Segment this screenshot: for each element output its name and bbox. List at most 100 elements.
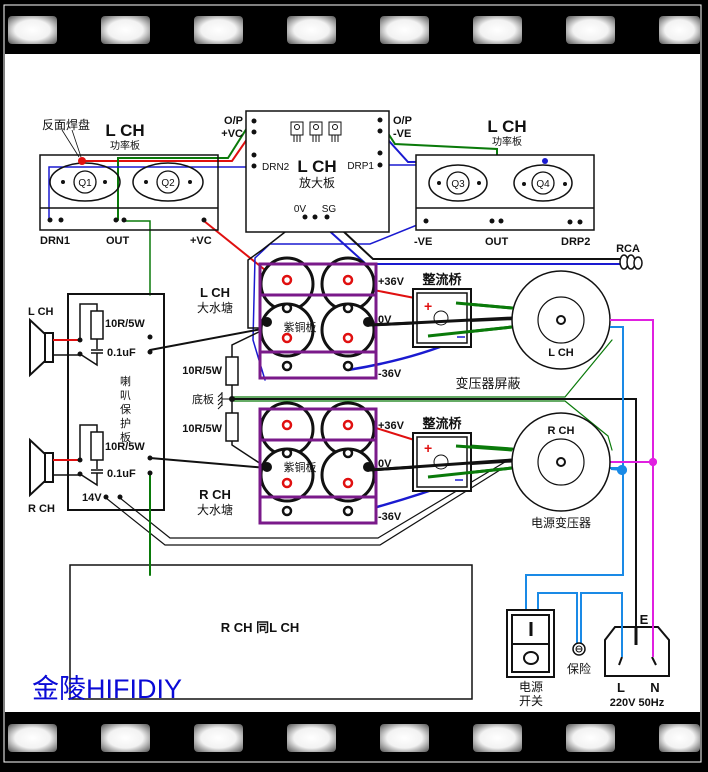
supply-14v-label: 14V <box>82 492 102 504</box>
wire-earth <box>231 398 637 629</box>
cap-terminal-positive <box>342 274 354 286</box>
pin-out-right: OUT <box>485 236 509 248</box>
cap-bank-right-subtitle: 大水塘 <box>197 502 233 517</box>
pin-op-left: O/P <box>224 115 243 127</box>
cap-terminal-negative <box>281 360 293 372</box>
amp-board: L CH 放大板 O/P +VC DRN2 O/P -VE DRP1 0V SG <box>221 110 412 233</box>
cap-terminal-positive <box>281 332 293 344</box>
brand-watermark: 金陵HIFIDIY <box>32 674 182 704</box>
pin-drn1: DRN1 <box>40 235 70 247</box>
cap-terminal-negative <box>342 302 354 314</box>
ground-network: 10R/5W 10R/5W 底板 <box>182 356 239 442</box>
power-board-left: Q1 Q2 反面焊盘 L CH 功率板 DRN1 OUT +VC <box>39 117 219 247</box>
wire-switch-fuse <box>537 592 578 644</box>
iec-inlet: E L N 220V 50Hz <box>604 462 670 709</box>
transformer-right-label: R CH <box>548 425 575 437</box>
film-hole <box>380 16 429 44</box>
speaker-right-label: R CH <box>28 503 55 515</box>
film-border <box>3 4 702 763</box>
pin-out-left: OUT <box>106 235 130 247</box>
transformer-right: R CH 电源变压器 <box>511 412 611 530</box>
solder-pad-marker <box>78 157 86 165</box>
right-channel-box: R CH 同L CH <box>69 564 473 700</box>
ground-lug <box>262 462 272 472</box>
cap-terminal-positive <box>281 419 293 431</box>
rca-label: RCA <box>616 243 640 255</box>
switch-label-2: 开关 <box>519 694 543 708</box>
cap-terminal-negative <box>281 447 293 459</box>
right-channel-note: R CH 同L CH <box>221 620 299 635</box>
cap-terminal-positive <box>281 274 293 286</box>
neutral-pin <box>651 656 657 666</box>
cap-terminal-positive <box>281 477 293 489</box>
pin-op-right: O/P <box>393 115 412 127</box>
q4-label: Q4 <box>536 179 550 190</box>
film-hole <box>380 724 429 752</box>
pin-drn2: DRN2 <box>262 162 290 173</box>
film-hole <box>287 16 336 44</box>
wire-blue-ve-cap <box>252 220 428 381</box>
bridge-rectifier-right: + 整流桥 <box>412 416 472 492</box>
svg-text:+: + <box>424 298 432 314</box>
amp-board-title: L CH <box>297 157 336 176</box>
cap-terminal-negative <box>342 447 354 459</box>
ground-lug <box>262 317 272 327</box>
film-hole <box>473 16 522 44</box>
power-board-left-title: L CH <box>105 121 144 140</box>
cap-bank-left-subtitle: 大水塘 <box>197 300 233 315</box>
transformer-left: L CH <box>511 270 611 370</box>
film-hole <box>101 16 150 44</box>
live-label: L <box>617 680 625 695</box>
wire-blue-drn <box>48 166 251 221</box>
cap-bank-left <box>258 256 378 380</box>
film-hole <box>566 16 615 44</box>
speaker-protect-title: 喇叭保护板 <box>120 374 131 444</box>
wire-green-out-left <box>123 220 151 296</box>
cap-terminal-negative <box>281 505 293 517</box>
rail-right-0v: 0V <box>378 458 392 470</box>
ground-resistor-top <box>225 356 239 386</box>
cap-terminal-negative <box>342 505 354 517</box>
power-board-left-subtitle: 功率板 <box>110 139 140 152</box>
bridge-wires-top <box>369 301 513 479</box>
cap-terminal-negative <box>342 360 354 372</box>
switch-label-1: 电源 <box>519 680 543 694</box>
film-hole <box>473 724 522 752</box>
rail-right-pos: +36V <box>378 420 405 432</box>
resistor-left <box>90 310 104 340</box>
copper-bar <box>258 350 378 380</box>
film-holes-top <box>8 16 700 44</box>
transistor-q2-outline <box>132 162 204 202</box>
pin-0v: 0V <box>294 204 307 215</box>
pin-drp1: DRP1 <box>347 161 374 172</box>
wire-spk-0v-left <box>149 327 268 351</box>
ground-resistor-bottom-label: 10R/5W <box>182 423 222 435</box>
pin-ve-amp: -VE <box>393 128 411 140</box>
fuse: 保险 <box>567 642 591 676</box>
speaker-left-label: L CH <box>28 306 54 318</box>
film-hole <box>659 724 700 752</box>
wire-14v-a <box>105 469 501 546</box>
pin-sg: SG <box>322 204 337 215</box>
pin-drp2: DRP2 <box>561 236 590 248</box>
film-hole <box>287 724 336 752</box>
capacitor-right-label: 0.1uF <box>107 468 136 480</box>
rail-left-pos: +36V <box>378 276 405 288</box>
live-pin <box>618 656 623 666</box>
pin-vc-amp: +VC <box>221 128 243 140</box>
cap-terminal-positive <box>342 477 354 489</box>
cap-bank-left-title: L CH <box>200 285 230 300</box>
power-board-right: Q3 Q4 L CH 功率板 -VE OUT DRP2 <box>414 117 595 248</box>
pin-ve-right: -VE <box>414 236 432 248</box>
q2-label: Q2 <box>161 178 175 189</box>
film-hole <box>659 16 700 44</box>
junction-live-top <box>617 465 627 475</box>
resistor-right <box>90 431 104 461</box>
chassis-label: 底板 <box>192 392 214 406</box>
resistor-left-label: 10R/5W <box>105 318 145 330</box>
q3-label: Q3 <box>451 179 465 190</box>
film-holes-bottom <box>8 724 700 752</box>
chassis-ground-icon <box>217 392 232 410</box>
cap-terminal-negative <box>281 302 293 314</box>
